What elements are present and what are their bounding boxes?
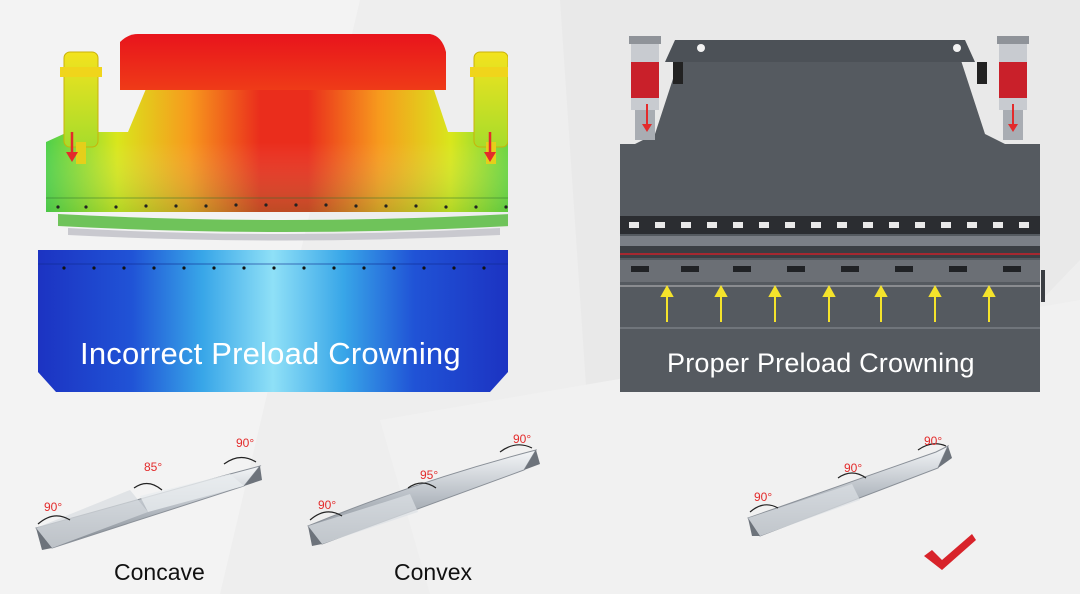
arrow-down-icon — [66, 132, 78, 162]
convex-angle-mid: 95° — [420, 468, 439, 482]
proper-crowning-caption: Proper Preload Crowning — [667, 348, 975, 378]
arrow-down-icon — [642, 104, 652, 132]
heatmap-press-brake — [38, 34, 508, 392]
concave-angle-left: 90° — [44, 500, 63, 514]
concave-angle-right: 90° — [236, 436, 255, 450]
straight-angle-mid: 90° — [844, 461, 863, 475]
arrow-up-icon-group — [660, 284, 996, 322]
convex-profile — [307, 444, 540, 546]
arrow-down-icon — [484, 132, 496, 162]
straight-profile — [747, 443, 952, 537]
incorrect-crowning-caption: Incorrect Preload Crowning — [80, 336, 461, 371]
proper-crowning-panel: Proper Preload Crowning — [615, 32, 1045, 394]
convex-angle-right: 90° — [513, 432, 532, 446]
straight-angle-right: 90° — [924, 434, 943, 448]
arrow-down-icon — [1008, 104, 1018, 132]
incorrect-crowning-panel: Incorrect Preload Crowning — [38, 32, 508, 394]
concave-profile — [35, 456, 262, 550]
convex-angle-left: 90° — [318, 498, 337, 512]
convex-label: Convex — [394, 559, 472, 585]
straight-angle-left: 90° — [754, 490, 773, 504]
check-icon — [924, 534, 976, 570]
concave-label: Concave — [114, 559, 205, 585]
concave-angle-mid: 85° — [144, 460, 163, 474]
gray-press-brake — [620, 36, 1045, 392]
